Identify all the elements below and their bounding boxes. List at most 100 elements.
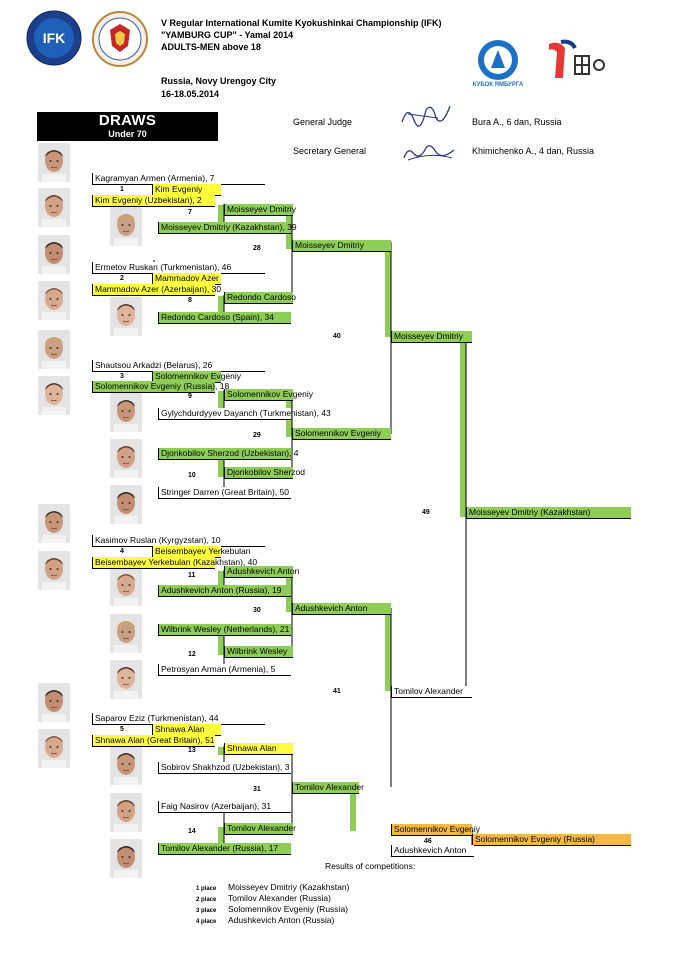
official-role: Secretary General xyxy=(293,146,367,156)
bout-number: 9 xyxy=(188,393,192,400)
bout-number: 2 xyxy=(120,275,124,282)
location: Russia, Novy Urengoy City xyxy=(161,76,277,86)
signature-icon xyxy=(398,100,454,135)
competitor-entry: Mammadov Azer (Azerbaijan), 30 xyxy=(92,284,221,296)
bout-number: 41 xyxy=(333,688,341,695)
athlete-photo-icon xyxy=(38,551,70,590)
win-bar xyxy=(218,747,224,755)
competitor-entry: Solomennikov Evgeniy (Russia), 18 xyxy=(92,381,229,393)
athlete-photo-icon xyxy=(110,746,142,785)
win-bar xyxy=(218,629,224,655)
competitor-entry: Tomilov Alexander xyxy=(224,823,296,835)
competitor-entry: Djonkobilov Sherzod xyxy=(224,467,305,479)
competitor-entry: Adushkevich Anton xyxy=(391,845,474,857)
svg-text:IFK: IFK xyxy=(43,30,66,46)
competitor-entry: Solomennikov Evgeniy xyxy=(292,428,391,440)
bout-number: 11 xyxy=(188,572,196,579)
athlete-photo-icon xyxy=(38,330,70,369)
bout-number: 49 xyxy=(422,509,430,516)
competitor-entry: Moisseyev Dmitriy (Kazakhstan), 39 xyxy=(158,222,297,234)
category-title: ADULTS-MEN above 18 xyxy=(161,42,261,52)
bout-number: 10 xyxy=(188,472,196,479)
win-bar xyxy=(218,205,224,232)
win-bar xyxy=(218,296,224,323)
athlete-photo-icon xyxy=(110,485,142,524)
bout-number: 7 xyxy=(188,209,192,216)
bout-number: 3 xyxy=(120,373,124,380)
athlete-photo-icon xyxy=(110,793,142,832)
bout-number: 14 xyxy=(188,828,196,835)
win-bar xyxy=(350,787,356,831)
competitor-entry: Adushkevich Anton xyxy=(292,603,391,615)
bout-number: 46 xyxy=(424,838,432,845)
athlete-photo-icon xyxy=(110,567,142,606)
competitor-entry: Shnawa Alan (Great Britain), 51 xyxy=(92,735,215,747)
bout-number: 28 xyxy=(253,245,261,252)
svg-text:КУБОК ЯМБУРГА: КУБОК ЯМБУРГА xyxy=(473,82,524,88)
athlete-photo-icon xyxy=(110,660,142,699)
weight-category: Under 70 xyxy=(108,129,147,139)
competitor-entry: Adushkevich Anton xyxy=(224,566,299,578)
draws-title: DRAWS xyxy=(98,112,157,129)
competitor-entry: Gylychdurdyyev Dayanch (Turkmenistan), 4… xyxy=(158,408,331,420)
yamburg-cup-logo-icon: КУБОК ЯМБУРГА xyxy=(467,38,529,88)
federation-seal-icon xyxy=(92,10,148,68)
cup-title: "YAMBURG CUP" - Yamal 2014 xyxy=(161,30,294,40)
bout-number: 31 xyxy=(253,786,261,793)
competitor-entry: Shnawa Alan xyxy=(224,743,293,755)
draws-banner: DRAWS Under 70 xyxy=(37,112,218,141)
results-title: Results of competitions: xyxy=(325,861,416,871)
athlete-photo-icon xyxy=(38,683,70,722)
competitor-entry: Petrosyan Arman (Armenia), 5 xyxy=(158,664,291,676)
championship-title: V Regular International Kumite Kyokushin… xyxy=(161,18,442,28)
bout-number: 30 xyxy=(253,607,261,614)
bout-number: 12 xyxy=(188,651,196,658)
bout-number: 5 xyxy=(120,726,124,733)
bout-number: 40 xyxy=(333,333,341,340)
competitor-entry: Wilbrink Wesley (Netherlands), 21 xyxy=(158,624,291,636)
athlete-photo-icon xyxy=(110,839,142,878)
competitor-entry: Kim Evgeniy (Uzbekistan), 2 xyxy=(92,195,215,207)
bout-number: 8 xyxy=(188,297,192,304)
signature-icon xyxy=(400,138,458,171)
competitor-entry: Djonkobilov Sherzod (Uzbekistan), 4 xyxy=(158,448,298,460)
dates: 16-18.05.2014 xyxy=(161,89,220,99)
competitor-entry: Wilbrink Wesley xyxy=(224,646,293,658)
competitor-entry: Solomennikov Evgeniy xyxy=(224,389,313,401)
athlete-photo-icon xyxy=(110,297,142,336)
competitor-entry: Tomilov Alexander xyxy=(391,686,472,698)
competitor-entry: Solomennikov Evgeniy xyxy=(391,824,480,836)
athlete-photo-icon xyxy=(110,439,142,478)
competitor-entry: Faig Nasirov (Azerbaijan), 31 xyxy=(158,801,291,813)
competitor-entry: Adushkevich Anton (Russia), 19 xyxy=(158,585,291,597)
ifk-logo-icon: IFK xyxy=(26,10,82,66)
win-bar xyxy=(218,571,224,596)
competitor-entry: Sobirov Shakhzod (Uzbekistan), 3 xyxy=(158,762,291,774)
official-role: General Judge xyxy=(293,117,353,127)
athlete-photo-icon xyxy=(38,729,70,768)
win-bar xyxy=(218,391,224,416)
bout-number: 1 xyxy=(120,186,124,193)
competitor-entry: Moisseyev Dmitriy (Kazakhstan) xyxy=(466,507,631,519)
win-bar xyxy=(385,243,391,337)
official-name: Khimichenko A., 4 dan, Russia xyxy=(472,146,595,156)
competitor-entry: Beisembayev Yerkebulan (Kazakhstan), 40 xyxy=(92,557,257,569)
bout-number: 29 xyxy=(253,432,261,439)
athlete-photo-icon xyxy=(110,207,142,246)
athlete-photo-icon xyxy=(110,393,142,432)
athlete-photo-icon xyxy=(38,235,70,274)
competitor-entry: Moisseyev Dmitriy xyxy=(292,240,391,252)
bout-number: 4 xyxy=(120,548,124,555)
win-bar xyxy=(218,827,224,855)
competitor-entry: Moisseyev Dmitriy xyxy=(391,331,472,343)
win-bar xyxy=(460,337,466,517)
competitor-entry: Solomennikov Evgeniy (Russia) xyxy=(472,834,631,846)
competitor-entry: Redondo Cardoso (Spain), 34 xyxy=(158,312,291,324)
official-name: Bura A., 6 dan, Russia xyxy=(472,117,562,127)
competitor-entry: Redondo Cardoso xyxy=(224,292,296,304)
athlete-photo-icon xyxy=(38,281,70,320)
